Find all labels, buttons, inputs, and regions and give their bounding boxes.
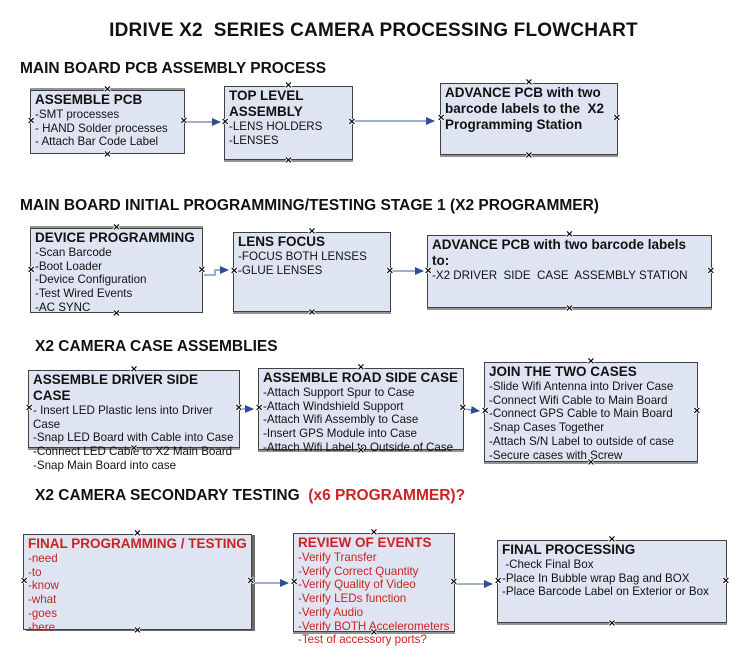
box-item: -AC SYNC [35,300,91,314]
box-item: -Verify Transfer [298,551,377,564]
box-item: -Verify LEDs function [298,592,407,606]
box-item: -Connect GPS Cable to Main Board [489,407,673,421]
box-items: -SMT processes- HAND Solder processes- A… [35,108,180,149]
box-item: -Snap LED Board with Cable into Case [33,431,234,445]
box-item: -Snap Cases Together [489,421,605,435]
box-item: -Slide Wifi Antenna into Driver Case [489,380,674,393]
box-item: -Connect LED Cable to X2 Main Board [33,445,233,459]
box-items: -LENS HOLDERS-LENSES [229,120,348,147]
box-title: FINAL PROCESSING [502,542,636,557]
box-item: -Place In Bubble wrap Bag and BOX [502,571,690,585]
box-item: -Verify BOTH Accelerometers [298,619,450,633]
box-items: - Insert LED Plastic lens into Driver Ca… [33,404,235,473]
box-item: -Attach Wifi Assembly to Case [263,413,419,427]
box-item: -SMT processes [35,108,120,121]
box-item: -Verify Correct Quantity [298,564,419,578]
box-item: -to [28,565,42,579]
box-items: -Scan Barcode-Boot Loader-Device Configu… [35,246,198,315]
section-header-programmer-question: (x6 PROGRAMMER)? [304,487,466,504]
box-title: LENS FOCUS [238,234,326,249]
box-items: -Verify Transfer-Verify Correct Quantity… [298,551,450,647]
box-title: ASSEMBLE ROAD SIDE CASE [263,370,459,385]
box-items: -Check Final Box-Place In Bubble wrap Ba… [502,558,722,599]
flow-box-assemble-pcb[interactable]: ASSEMBLE PCB -SMT processes- HAND Solder… [27,85,188,160]
box-title: ASSEMBLE PCB [35,92,143,107]
box-item: -LENSES [229,133,279,147]
flow-box-assemble-road-side-case[interactable]: ASSEMBLE ROAD SIDE CASE -Attach Support … [255,363,467,456]
connector-arrow [204,266,229,276]
box-item: -Snap Main Board into case [33,458,177,472]
box-item: -Secure cases with Screw [489,448,623,462]
box-title: TOP LEVEL ASSEMBLY [229,88,307,119]
box-item: -FOCUS BOTH LENSES [238,250,367,263]
flow-box-final-programming-testing[interactable]: FINAL PROGRAMMING / TESTING -need-to-kno… [20,529,255,636]
box-item: -Scan Barcode [35,246,112,259]
box-item: -goes [28,606,58,620]
section-header-secondary-testing: X2 CAMERA SECONDARY TESTING (x6 PROGRAMM… [35,487,465,505]
box-item: -Boot Loader [35,259,103,273]
flow-box-advance-pcb-programming-station[interactable]: ADVANCE PCB with two barcode labels to t… [437,78,621,161]
box-title: FINAL PROGRAMMING / TESTING [28,536,247,551]
flow-box-final-processing[interactable]: FINAL PROCESSING -Check Final Box-Place … [494,535,730,629]
box-item: -Attach Support Spur to Case [263,386,415,399]
box-title: ADVANCE PCB with two barcode labels to t… [445,85,608,132]
box-title: JOIN THE TWO CASES [489,364,637,379]
box-items: -Attach Support Spur to Case-Attach Wind… [263,386,459,455]
box-item: -Attach S/N Label to outside of case [489,434,674,448]
box-item: -here [28,620,56,634]
box-item: -Place Barcode Label on Exterior or Box [502,585,709,599]
box-title: ASSEMBLE DRIVER SIDE CASE [33,372,202,403]
box-item: - Insert LED Plastic lens into Driver Ca… [33,404,216,431]
box-item: -Check Final Box [502,558,594,571]
section-header-pcb-assembly: MAIN BOARD PCB ASSEMBLY PROCESS [20,60,327,77]
flow-box-top-level-assembly[interactable]: TOP LEVEL ASSEMBLY -LENS HOLDERS-LENSES … [221,81,356,166]
box-items: -need-to-know-what-goes-here [28,552,247,634]
box-title: DEVICE PROGRAMMING [35,230,195,245]
box-items: -Slide Wifi Antenna into Driver Case-Con… [489,380,693,462]
box-items: -FOCUS BOTH LENSES-GLUE LENSES [238,250,386,277]
box-title: ADVANCE PCB with two barcode labels to: [432,237,690,268]
section-header-initial-programming: MAIN BOARD INITIAL PROGRAMMING/TESTING S… [20,197,599,214]
page-title: IDRIVE X2 SERIES CAMERA PROCESSING FLOWC… [109,20,638,41]
box-item: -LENS HOLDERS [229,120,323,133]
box-item: -Connect Wifi Cable to Main Board [489,393,668,407]
connector-arrow [464,405,480,414]
box-item: -GLUE LENSES [238,263,323,277]
box-item: -know [28,579,59,593]
box-item: -X2 DRIVER SIDE CASE ASSEMBLY STATION [432,269,688,282]
section-header-secondary-testing-text: X2 CAMERA SECONDARY TESTING [35,487,304,504]
box-item: -need [28,552,58,565]
flow-box-assemble-driver-side-case[interactable]: ASSEMBLE DRIVER SIDE CASE - Insert LED P… [25,365,243,472]
section-header-case-assemblies: X2 CAMERA CASE ASSEMBLIES [35,338,278,355]
box-item: -Attach Windshield Support [263,399,404,413]
box-item: -what [28,593,57,607]
box-item: -Attach Wifi Label to Outside of Case [263,440,454,454]
box-item: -Test Wired Events [35,287,133,301]
box-items: -X2 DRIVER SIDE CASE ASSEMBLY STATION [432,269,707,283]
box-title: REVIEW OF EVENTS [298,535,432,550]
box-item: - Attach Bar Code Label [35,135,159,149]
box-item: -Test of accessory ports? [298,633,427,647]
box-item: - HAND Solder processes [35,121,168,135]
flow-box-advance-pcb-driver-side[interactable]: ADVANCE PCB with two barcode labels to: … [424,230,715,314]
box-item: -Insert GPS Module into Case [263,427,418,441]
box-item: -Verify Quality of Video [298,578,416,592]
box-item: -Verify Audio [298,605,364,619]
box-item: -Device Configuration [35,273,147,287]
